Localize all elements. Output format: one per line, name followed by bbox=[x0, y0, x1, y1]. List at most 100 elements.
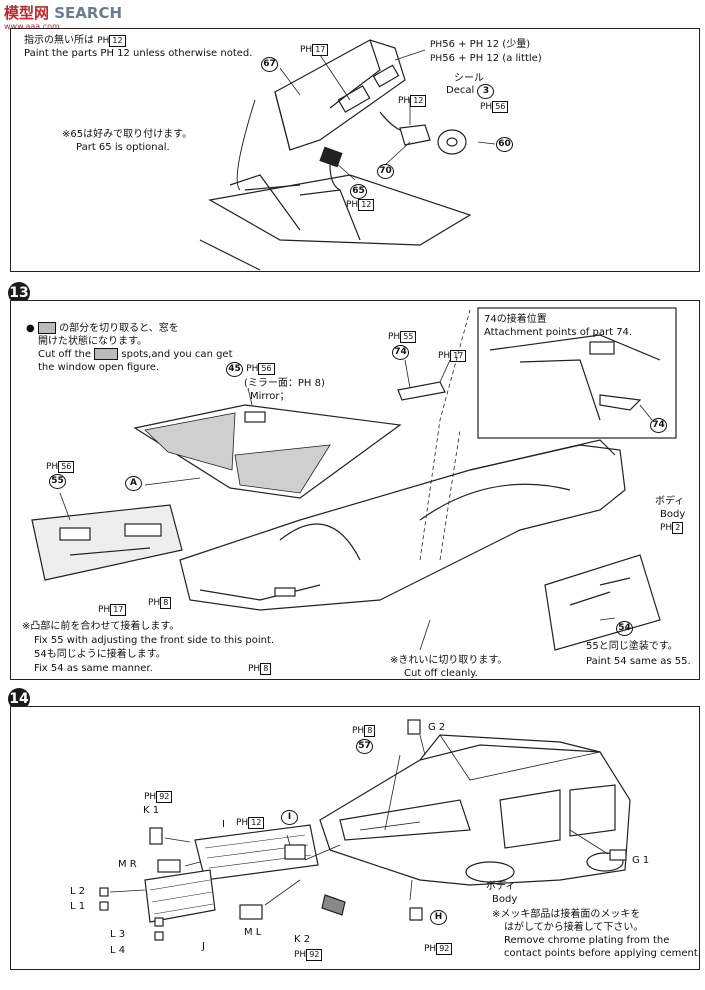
watermark-logo: 模型网 SEARCH www.aaa.com bbox=[4, 2, 122, 31]
label-I: I bbox=[222, 819, 225, 830]
ph-8-a: 8 bbox=[160, 597, 172, 609]
callout-H: H bbox=[430, 910, 447, 925]
label-L1: L 1 bbox=[70, 901, 86, 912]
ph-12-b: 12 bbox=[358, 199, 375, 211]
step13-paint-ja: 55と同じ塗装です。 bbox=[586, 641, 678, 652]
step14-chrome-en2: contact points before applying cement. bbox=[504, 948, 701, 959]
step13-part-54: 54 bbox=[616, 621, 633, 636]
label-K1: K 1 bbox=[143, 805, 160, 816]
ph-17-bottom: 17 bbox=[110, 604, 127, 616]
callout-67: 67 bbox=[261, 57, 278, 72]
step12-part-70: 70 bbox=[377, 164, 394, 179]
step14-L3: L 3 bbox=[110, 928, 125, 941]
step14-part-57: 57 bbox=[356, 739, 373, 754]
step12-optional-ja: ※65は好みで取り付けます。 bbox=[62, 129, 193, 140]
label-ML: M L bbox=[244, 927, 262, 938]
callout-65: 65 bbox=[350, 184, 367, 199]
callout-A: A bbox=[125, 476, 142, 491]
ph-92-b: 92 bbox=[306, 949, 323, 961]
ph-17-top: 17 bbox=[450, 350, 467, 362]
step12-part-65: 65 bbox=[350, 184, 367, 199]
step12-paint-a: PH56 + PH 12 (少量) bbox=[430, 39, 531, 50]
ph-92-a: 92 bbox=[156, 791, 173, 803]
label-J: J bbox=[202, 941, 205, 952]
step13-body-en: Body bbox=[660, 509, 686, 520]
step13-part-A: A bbox=[125, 476, 142, 491]
label-K2: K 2 bbox=[294, 934, 311, 945]
label-G1: G 1 bbox=[632, 855, 650, 866]
callout-70: 70 bbox=[377, 164, 394, 179]
step13-cut-ja1: ● の部分を切り取ると、窓を bbox=[26, 322, 179, 334]
step13-attach-en: Attachment points of part 74. bbox=[484, 327, 633, 338]
step14-body-en: Body bbox=[492, 894, 518, 905]
step13-mirror-en: Mirror； bbox=[250, 391, 290, 402]
step13-cut-ja1-text: の部分を切り取ると、窓を bbox=[59, 323, 179, 334]
step13-body-ja: ボディ bbox=[655, 496, 685, 507]
callout-74: 74 bbox=[392, 345, 409, 360]
step12-note-ja-text: 指示の無い所は bbox=[24, 35, 94, 46]
watermark-url: www.aaa.com bbox=[4, 22, 60, 31]
step13-inset-74: 74 bbox=[650, 418, 667, 433]
step14-L4: L 4 bbox=[110, 944, 125, 957]
step14-MR: M R bbox=[118, 858, 137, 871]
ph-17: 17 bbox=[312, 44, 329, 56]
callout-57: 57 bbox=[356, 739, 373, 754]
step13-cut-en1b-text: spots,and you can get bbox=[121, 349, 233, 360]
step14-L1: L 1 bbox=[70, 900, 85, 913]
step13-cut-ja2: 開けた状態になります。 bbox=[38, 336, 147, 347]
ph-56-mirror: 56 bbox=[258, 363, 275, 375]
step14-ML: M L bbox=[244, 926, 261, 939]
callout-45: 45 bbox=[226, 362, 243, 377]
step12-optional-en: Part 65 is optional. bbox=[76, 142, 170, 153]
step12-part-67: 67 bbox=[261, 57, 278, 72]
step14-number: 14 bbox=[8, 688, 30, 710]
step14-chrome-en1: Remove chrome plating from the bbox=[504, 935, 670, 946]
step13-same-en: Fix 54 as same manner. bbox=[34, 663, 153, 674]
step13-cutclean-en: Cut off cleanly. bbox=[404, 668, 478, 679]
step12-paint-b-text: 56 + PH 12 (a little) bbox=[442, 53, 542, 64]
step13-fix-en: Fix 55 with adjusting the front side to … bbox=[34, 635, 275, 646]
label-L3: L 3 bbox=[110, 929, 126, 940]
watermark-brand-a: 模型网 bbox=[4, 4, 50, 22]
label-L4: L 4 bbox=[110, 945, 126, 956]
step14-K2: K 2 bbox=[294, 933, 310, 946]
step13-same-ja: 54も同じように接着します。 bbox=[34, 649, 166, 660]
callout-I: I bbox=[281, 810, 298, 825]
step12-note-en: Paint the parts PH 12 unless otherwise n… bbox=[24, 48, 253, 59]
step13-cut-en1-text: Cut off the bbox=[38, 349, 92, 360]
callout-60: 60 bbox=[496, 137, 513, 152]
step14-I-left: I bbox=[222, 818, 225, 831]
step14-J: J bbox=[202, 940, 205, 953]
step13-number: 13 bbox=[8, 282, 30, 304]
step14-H: H bbox=[430, 910, 447, 925]
step13-part-74: 74 bbox=[392, 345, 409, 360]
step12-decal-en: Decal 3 bbox=[446, 84, 495, 99]
ph-55: 55 bbox=[400, 331, 417, 343]
ph-12: 12 bbox=[410, 95, 427, 107]
step13-attach-ja: 74の接着位置 bbox=[484, 314, 547, 325]
step12-decal-no: 3 bbox=[477, 84, 495, 99]
step13-paint-en: Paint 54 same as 55. bbox=[586, 656, 691, 667]
step13-fix-ja: ※凸部に前を合わせて接着します。 bbox=[22, 621, 180, 632]
label-L2: L 2 bbox=[70, 886, 86, 897]
step12-decal-en-text: Decal bbox=[446, 85, 475, 96]
ph-8-b: 8 bbox=[260, 663, 272, 675]
step14-I-right: I bbox=[281, 810, 298, 825]
callout-55: 55 bbox=[49, 474, 66, 489]
step14-L2: L 2 bbox=[70, 885, 85, 898]
